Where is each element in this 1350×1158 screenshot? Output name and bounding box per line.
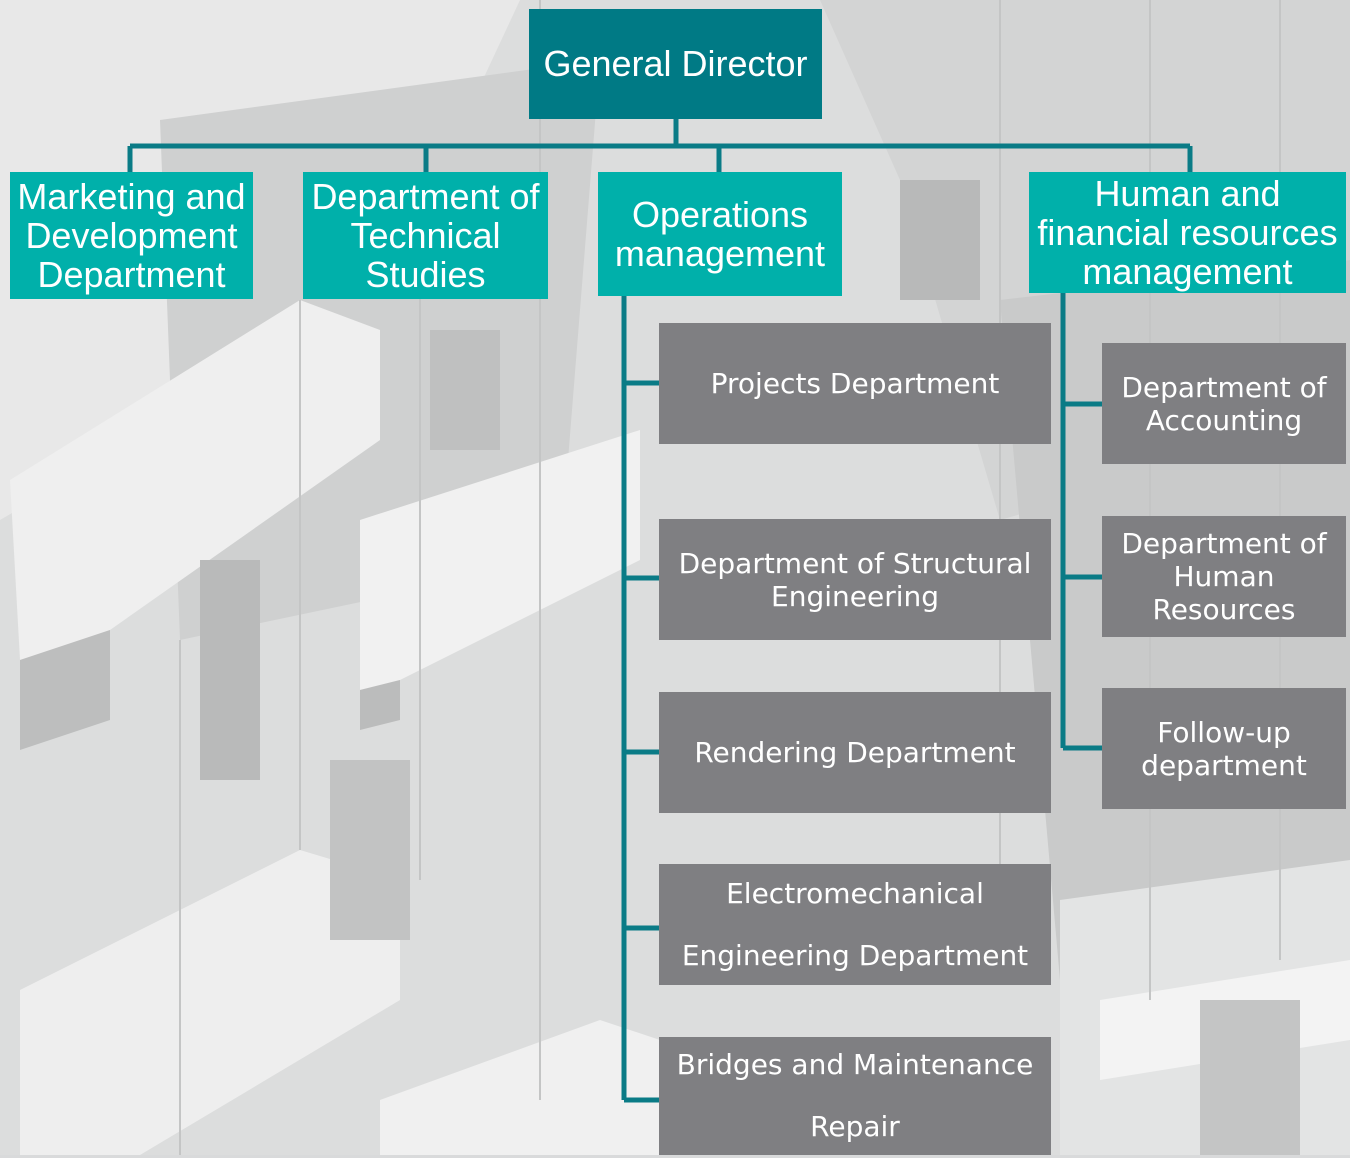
marketing-department-box: Marketing and Development Department bbox=[10, 172, 253, 299]
operations-management-label: Operations management bbox=[614, 194, 826, 274]
follow-up-department-box: Follow-up department bbox=[1102, 688, 1346, 809]
bridges-maintenance-label: Bridges and Maintenance Repair bbox=[676, 1048, 1034, 1143]
general-director-box: General Director bbox=[529, 9, 822, 119]
hr-finance-management-label: Human and financial resources management bbox=[1037, 173, 1338, 292]
projects-department-box: Projects Department bbox=[659, 323, 1051, 444]
accounting-department-label: Department of Accounting bbox=[1121, 370, 1327, 437]
structural-engineering-label: Department of Structural Engineering bbox=[678, 546, 1032, 613]
rendering-department-label: Rendering Department bbox=[694, 736, 1016, 769]
follow-up-department-label: Follow-up department bbox=[1141, 715, 1307, 782]
operations-management-box: Operations management bbox=[598, 172, 842, 296]
hr-finance-management-box: Human and financial resources management bbox=[1029, 172, 1346, 293]
technical-studies-label: Department of Technical Studies bbox=[311, 176, 540, 295]
projects-department-label: Projects Department bbox=[710, 367, 1000, 400]
human-resources-department-box: Department of Human Resources bbox=[1102, 516, 1346, 637]
electromechanical-engineering-label: Electromechanical Engineering Department bbox=[681, 876, 1029, 972]
general-director-label: General Director bbox=[543, 43, 808, 84]
human-resources-department-label: Department of Human Resources bbox=[1121, 527, 1327, 626]
technical-studies-box: Department of Technical Studies bbox=[303, 172, 548, 299]
structural-engineering-box: Department of Structural Engineering bbox=[659, 519, 1051, 640]
accounting-department-box: Department of Accounting bbox=[1102, 343, 1346, 464]
electromechanical-engineering-box: Electromechanical Engineering Department bbox=[659, 864, 1051, 985]
rendering-department-box: Rendering Department bbox=[659, 692, 1051, 813]
bridges-maintenance-box: Bridges and Maintenance Repair bbox=[659, 1037, 1051, 1155]
marketing-department-label: Marketing and Development Department bbox=[17, 176, 246, 295]
